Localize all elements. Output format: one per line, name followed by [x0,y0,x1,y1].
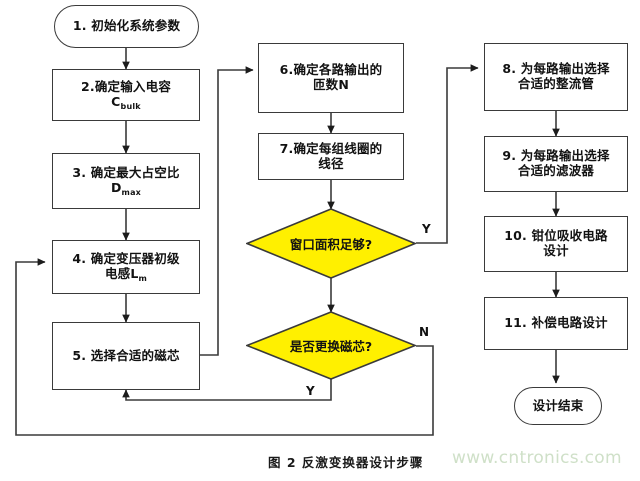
node-step-8-line2: 合适的整流管 [517,76,595,91]
edge-label-d2-no: N [419,325,430,339]
edge-label-d1-yes: Y [422,222,431,236]
node-step-2-line1: 2.确定输入电容 [80,79,172,95]
node-end-label: 设计结束 [532,397,584,413]
node-step-3-line2: Dmax [110,180,142,197]
node-step-9-line2: 合适的滤波器 [517,163,595,178]
node-step-6-line2: 匝数N [312,77,350,92]
node-decision-window-area[interactable]: 窗口面积足够? [244,208,418,279]
node-step-10-line2: 设计 [543,243,569,258]
node-step-6[interactable]: 6.确定各路输出的 匝数N [258,43,404,113]
node-step-7-line2: 线径 [318,155,344,171]
node-decision-change-core[interactable]: 是否更换磁芯? [244,311,418,380]
node-step-3[interactable]: 3. 确定最大占空比 Dmax [52,153,200,209]
node-step-3-line1: 3. 确定最大占空比 [72,165,180,181]
node-step-7[interactable]: 7.确定每组线圈的 线径 [258,133,404,180]
edge-label-d2-yes: Y [306,384,315,398]
node-step-11-label: 11. 补偿电路设计 [504,315,608,331]
node-step-10-line1: 10. 钳位吸收电路 [504,228,608,244]
node-step-2[interactable]: 2.确定输入电容 Cbulk [52,69,200,121]
node-step-10[interactable]: 10. 钳位吸收电路 设计 [484,216,628,272]
node-step-8[interactable]: 8. 为每路输出选择 合适的整流管 [484,43,628,111]
node-end-terminator[interactable]: 设计结束 [514,387,602,425]
node-step-8-line1: 8. 为每路输出选择 [502,61,610,77]
node-step-9[interactable]: 9. 为每路输出选择 合适的滤波器 [484,136,628,192]
decision-diamond-shape [244,208,418,279]
node-step-11[interactable]: 11. 补偿电路设计 [484,297,628,350]
watermark-text: www.cntronics.com [452,448,622,468]
node-step-2-line2: Cbulk [111,94,141,111]
node-step-6-line1: 6.确定各路输出的 [279,62,383,78]
node-step-5[interactable]: 5. 选择合适的磁芯 [52,322,200,390]
node-step-9-line1: 9. 为每路输出选择 [502,148,610,164]
node-start-terminator[interactable]: 1. 初始化系统参数 [54,5,199,48]
node-step-4-line2: 电感Lm [104,266,148,283]
decision-diamond-shape [244,311,418,380]
node-step-4[interactable]: 4. 确定变压器初级 电感Lm [52,240,200,294]
node-step-5-label: 5. 选择合适的磁芯 [72,347,180,363]
node-start-label: 1. 初始化系统参数 [72,18,181,34]
node-step-4-line1: 4. 确定变压器初级 [72,251,180,267]
figure-caption: 图 2 反激变换器设计步骤 [268,455,424,470]
node-step-7-line1: 7.确定每组线圈的 [279,140,383,156]
